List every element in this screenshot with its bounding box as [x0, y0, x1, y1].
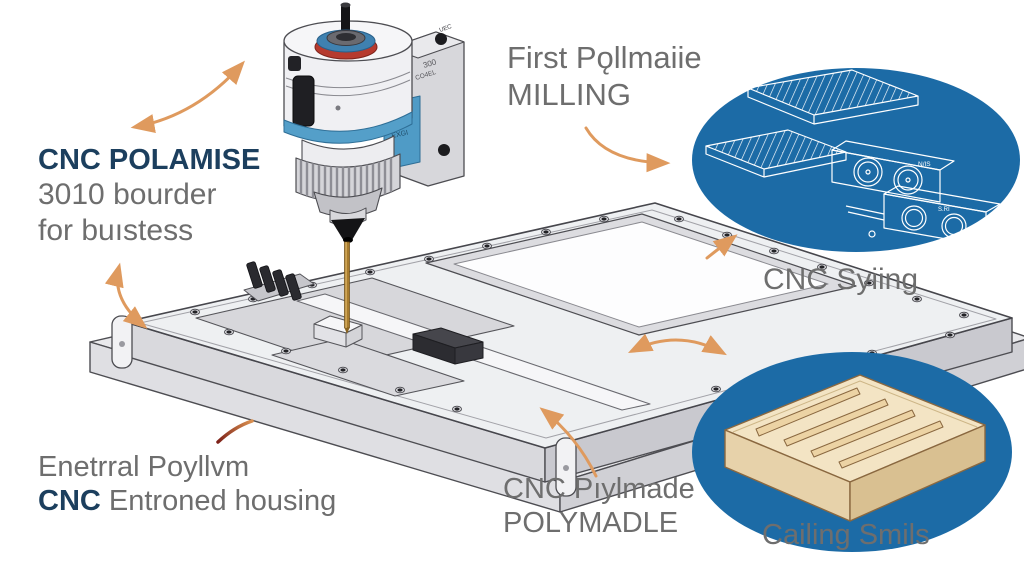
red-swoosh [216, 419, 254, 444]
slab-groove-4 [838, 420, 944, 469]
arrow-milling-to-oval [584, 126, 671, 173]
vise-caption: CNC Syiing [763, 263, 919, 296]
callout-arrows [104, 60, 738, 478]
polamise-title: CNC POLAMISE [38, 144, 261, 176]
side-box-hole-bottom [438, 144, 450, 156]
housing-line2: CNC Entroned housing [38, 484, 336, 518]
slab-groove-1 [755, 387, 861, 437]
decal-top-tag: UEC [439, 24, 454, 34]
spindle-cone [331, 218, 365, 241]
vise-block-2 [845, 185, 1001, 247]
slab-oval [692, 352, 1012, 552]
screw-holes [190, 215, 969, 413]
polymadle-line2: POLYMADLE [503, 507, 679, 540]
decal-vise-tag: N/IS [918, 161, 931, 168]
spindle-grip [292, 75, 315, 127]
milling-line2: MILLING [507, 76, 632, 112]
slab-caption: Cailing Smils [762, 519, 930, 551]
clamp-block [412, 327, 484, 365]
spindle-grip-small [288, 56, 301, 71]
spindle-blue-band [283, 111, 413, 144]
wood-slab [724, 374, 986, 522]
arrow-polymadle-to-bed [539, 407, 598, 478]
spindle-rings [314, 29, 378, 60]
arrow-bed-slaboval [627, 333, 727, 356]
bed-top-inset-line [139, 209, 997, 439]
arrow-bed-to-oval [705, 234, 738, 260]
hatched-slab-1 [747, 69, 919, 125]
blue-oval-top [692, 68, 1020, 252]
housing-accent: CNC [38, 485, 101, 518]
decal-panel-code: EXGI [391, 130, 409, 140]
decal-side-number: 300 [422, 57, 438, 70]
arrow-polamise-spindle [130, 60, 245, 133]
polamise-line3: for buıstess [38, 213, 194, 247]
arrow-bustess-bed [104, 262, 148, 329]
vise-oval: N/IS S.RI [692, 68, 1020, 252]
machine-bed [89, 202, 1024, 513]
polamise-line2: 3010 bourder [38, 178, 217, 212]
spindle-body [283, 2, 413, 171]
decal-block-tag: S.RI [938, 207, 950, 213]
polymadle-line1: CNC Pıylmade [503, 473, 695, 505]
vise-block-1 [831, 140, 955, 203]
terminal-block [243, 261, 315, 302]
housing-rest: Entroned housing [100, 485, 337, 518]
corner-posts [111, 315, 577, 497]
milling-line1: First Pǫllmaiie [507, 40, 702, 75]
drill-bracket [313, 315, 363, 348]
slab-groove-3 [810, 409, 916, 458]
slab-groove-2 [783, 398, 889, 447]
housing-line1: Enetrral Poyllvm [38, 451, 250, 483]
spindle-head: UEC 300 CO4EL EXGI [283, 2, 465, 334]
drill-bit [344, 241, 350, 334]
side-box-hole-top [435, 33, 447, 45]
bed-front-pocket [271, 338, 465, 397]
